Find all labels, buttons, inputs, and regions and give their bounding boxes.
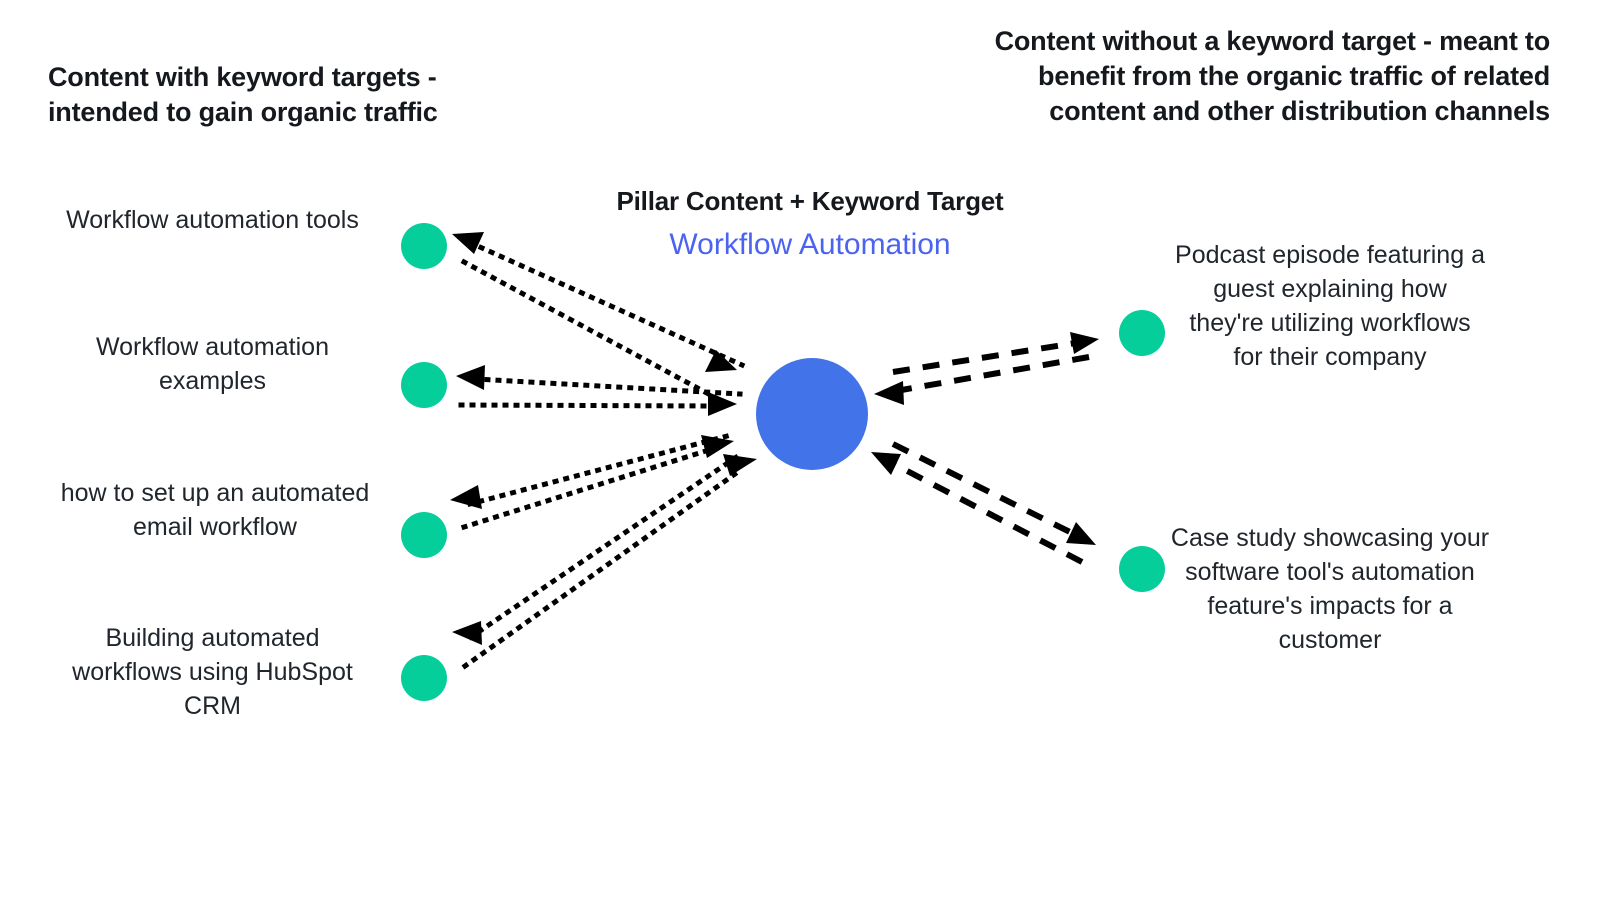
arrow-head-icon [452,621,482,645]
arrow-head-icon [452,232,484,254]
cluster-node-left-0-label: Workflow automation tools [66,206,359,234]
pillar-keyword-label: Workflow Automation [669,228,951,261]
cluster-node-right-1[interactable] [1119,546,1165,592]
cluster-node-right-0[interactable] [1119,310,1165,356]
arrow-head-icon [450,485,482,509]
arrow-head-icon [723,454,757,476]
left-group-caption: Content with keyword targets - intended … [48,62,438,128]
pillar-content-title: Pillar Content + Keyword Target [616,186,1004,216]
arrow-head-icon [874,381,904,405]
link-left-3 [452,452,757,670]
link-left-1 [456,365,743,416]
link-left-2 [450,431,735,531]
cluster-node-left-2-label: how to set up an automated email workflo… [60,479,370,541]
cluster-node-left-2[interactable] [401,512,447,558]
arrow-head-icon [1066,522,1096,545]
arrow-head-icon [705,350,737,372]
pillar-hub-node[interactable] [756,358,868,470]
link-right-0 [874,332,1099,405]
link-right-1 [871,441,1096,565]
arrow-head-icon [701,435,734,458]
arrow-head-icon [708,392,737,416]
arrow-head-icon [871,452,901,475]
cluster-node-left-0[interactable] [401,223,447,269]
cluster-node-left-1[interactable] [401,362,447,408]
right-group-caption: Content without a keyword target - meant… [994,26,1551,127]
cluster-node-left-3[interactable] [401,655,447,701]
cluster-node-right-0-label: Podcast episode featuring a guest explai… [1175,241,1485,371]
arrow-head-icon [456,365,485,390]
cluster-node-left-3-label: Building automated workflows using HubSp… [72,624,353,720]
arrow-head-icon [1070,332,1099,354]
cluster-node-right-1-label: Case study showcasing your software tool… [1170,524,1490,654]
cluster-node-left-1-label: Workflow automation examples [96,333,329,395]
